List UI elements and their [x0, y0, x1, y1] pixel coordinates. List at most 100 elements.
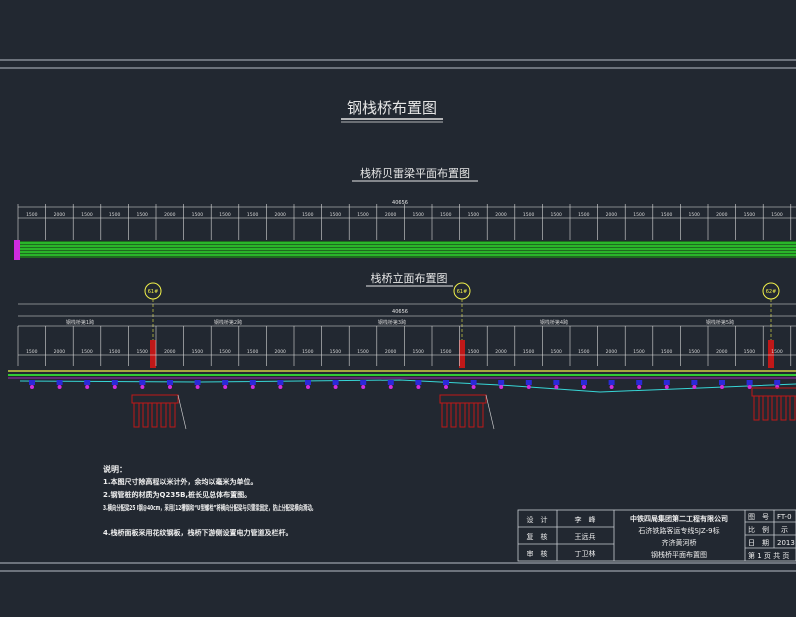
name-checker: 王远兵 [575, 532, 596, 541]
elevation-span-label: 1500 [578, 349, 590, 355]
plan-dimension-ticks [17, 204, 792, 240]
plan-span-labels: 1500 2000 1500 1500 1500 2000 1500 1500 1500 2000… [26, 212, 783, 218]
plan-span-label: 1500 [412, 212, 424, 218]
plan-span-label: 1500 [468, 212, 480, 218]
pier-label: 62# [766, 289, 777, 295]
field-value-scale: 示 [781, 526, 788, 534]
plan-span-label: 1500 [771, 212, 783, 218]
plan-span-label: 1500 [330, 212, 342, 218]
elevation-bearing-connectors [29, 380, 781, 389]
elevation-span-label: 1500 [26, 349, 38, 355]
plan-span-label: 1500 [688, 212, 700, 218]
elevation-span-label: 1500 [192, 349, 204, 355]
elevation-span-label: 1500 [302, 349, 314, 355]
role-designer: 设 计 [527, 515, 548, 524]
elevation-span-label: 1500 [633, 349, 645, 355]
elevation-segment-label: 钢栈桥第3跨 [378, 319, 406, 326]
elevation-deck [8, 370, 796, 393]
plan-span-label: 2000 [716, 212, 728, 218]
elevation-span-label: 1500 [523, 349, 535, 355]
plan-span-label: 1500 [578, 212, 590, 218]
plan-span-label: 2000 [274, 212, 286, 218]
elevation-title: 栈桥立面布置图 [371, 271, 448, 285]
title-block: 设 计 李 峰 复 核 王远兵 审 核 丁卫林 中铁四局集团第二工程有限公司 石… [517, 509, 796, 562]
plan-span-label: 2000 [495, 212, 507, 218]
plan-total-dim: 40656 [392, 200, 408, 206]
elevation-segment-label: 钢栈桥第2跨 [214, 319, 242, 326]
field-label-scale: 比 例 [748, 525, 769, 534]
name-designer: 李 峰 [575, 515, 596, 524]
project-name: 石济铁路客运专线SJZ-9标 [638, 526, 719, 535]
elevation-span-label: 1500 [468, 349, 480, 355]
plan-span-label: 1500 [550, 212, 562, 218]
plan-span-label: 1500 [81, 212, 93, 218]
elevation-segment-label: 钢栈桥第1跨 [66, 319, 94, 326]
company-name: 中铁四局集团第二工程有限公司 [630, 514, 728, 523]
elevation-span-label: 2000 [606, 349, 618, 355]
page-number: 第 1 页 共 页 [748, 551, 789, 560]
field-value-drawing-no: FT-0 [777, 513, 792, 521]
elevation-span-label: 2000 [385, 349, 397, 355]
elevation-segment-label: 钢栈桥第4跨 [540, 319, 568, 326]
elevation-span-label: 2000 [54, 349, 66, 355]
field-label-drawing-no: 图 号 [748, 513, 769, 521]
plan-bailey-beam-deck [14, 240, 796, 260]
plan-span-label: 2000 [54, 212, 66, 218]
elevation-span-label: 1500 [440, 349, 452, 355]
note-1: 1.本图尺寸除高程以米计外，余均以毫米为单位。 [103, 477, 258, 486]
sheet-border [0, 59, 796, 572]
plan-span-label: 2000 [606, 212, 618, 218]
elevation-span-label: 1500 [550, 349, 562, 355]
plan-span-label: 1500 [633, 212, 645, 218]
plan-span-label: 1500 [109, 212, 121, 218]
elevation-dimension-lines [18, 303, 796, 356]
elevation-span-label: 1500 [247, 349, 259, 355]
plan-span-label: 1500 [302, 212, 314, 218]
plan-span-label: 1500 [192, 212, 204, 218]
plan-span-label: 1500 [744, 212, 756, 218]
elevation-span-label: 1500 [219, 349, 231, 355]
elevation-total-dim: 40656 [392, 309, 408, 315]
elevation-span-label: 1500 [771, 349, 783, 355]
elevation-span-label: 1500 [688, 349, 700, 355]
note-3: 3.横向分配梁25 I钢@40cm，采用[12槽钢和“U型螺栓”将横向分配梁与贝… [103, 503, 316, 512]
plan-span-label: 1500 [523, 212, 535, 218]
elevation-span-label: 1500 [357, 349, 369, 355]
elevation-segment-labels: 钢栈桥第1跨 钢栈桥第2跨 钢栈桥第3跨 钢栈桥第4跨 钢栈桥第5跨 [66, 319, 734, 326]
elevation-span-label: 1500 [661, 349, 673, 355]
elevation-segment-label: 钢栈桥第5跨 [706, 319, 734, 326]
name-reviewer: 丁卫林 [575, 549, 596, 558]
notes-block: 说明： 1.本图尺寸除高程以米计外，余均以毫米为单位。 2.钢管桩的材质为Q23… [103, 464, 316, 537]
plan-span-label: 1500 [247, 212, 259, 218]
plan-span-label: 1500 [219, 212, 231, 218]
elevation-span-label: 1500 [109, 349, 121, 355]
field-label-date: 日 期 [748, 539, 769, 547]
plan-span-label: 2000 [385, 212, 397, 218]
pier-markers: 61#61#62# [144, 282, 780, 368]
elevation-span-label: 1500 [136, 349, 148, 355]
elevation-span-labels: 1500 2000 1500 1500 1500 2000 1500 1500 1500 2000… [26, 349, 783, 355]
elevation-span-label: 1500 [412, 349, 424, 355]
elevation-span-label: 1500 [330, 349, 342, 355]
field-value-date: 2013 [777, 539, 795, 547]
elevation-span-label: 2000 [716, 349, 728, 355]
plan-span-label: 1500 [136, 212, 148, 218]
plan-span-label: 1500 [26, 212, 38, 218]
role-reviewer: 审 核 [527, 549, 548, 558]
note-4: 4.栈桥面板采用花纹钢板，栈桥下游侧设置电力管道及栏杆。 [103, 528, 293, 537]
bridge-name: 齐济黄河桥 [662, 538, 697, 547]
main-title: 钢栈桥布置图 [347, 99, 437, 117]
elevation-dimension-ticks [17, 326, 792, 366]
plan-span-label: 2000 [164, 212, 176, 218]
plan-span-label: 1500 [357, 212, 369, 218]
notes-heading: 说明： [103, 464, 127, 474]
sheet-title: 钢栈桥平面布置图 [651, 550, 707, 559]
plan-span-label: 1500 [440, 212, 452, 218]
role-checker: 复 核 [527, 532, 548, 541]
elevation-span-label: 2000 [495, 349, 507, 355]
elevation-span-label: 2000 [164, 349, 176, 355]
plan-title: 栈桥贝雷梁平面布置图 [360, 166, 470, 180]
pier-label: 61# [148, 289, 159, 295]
